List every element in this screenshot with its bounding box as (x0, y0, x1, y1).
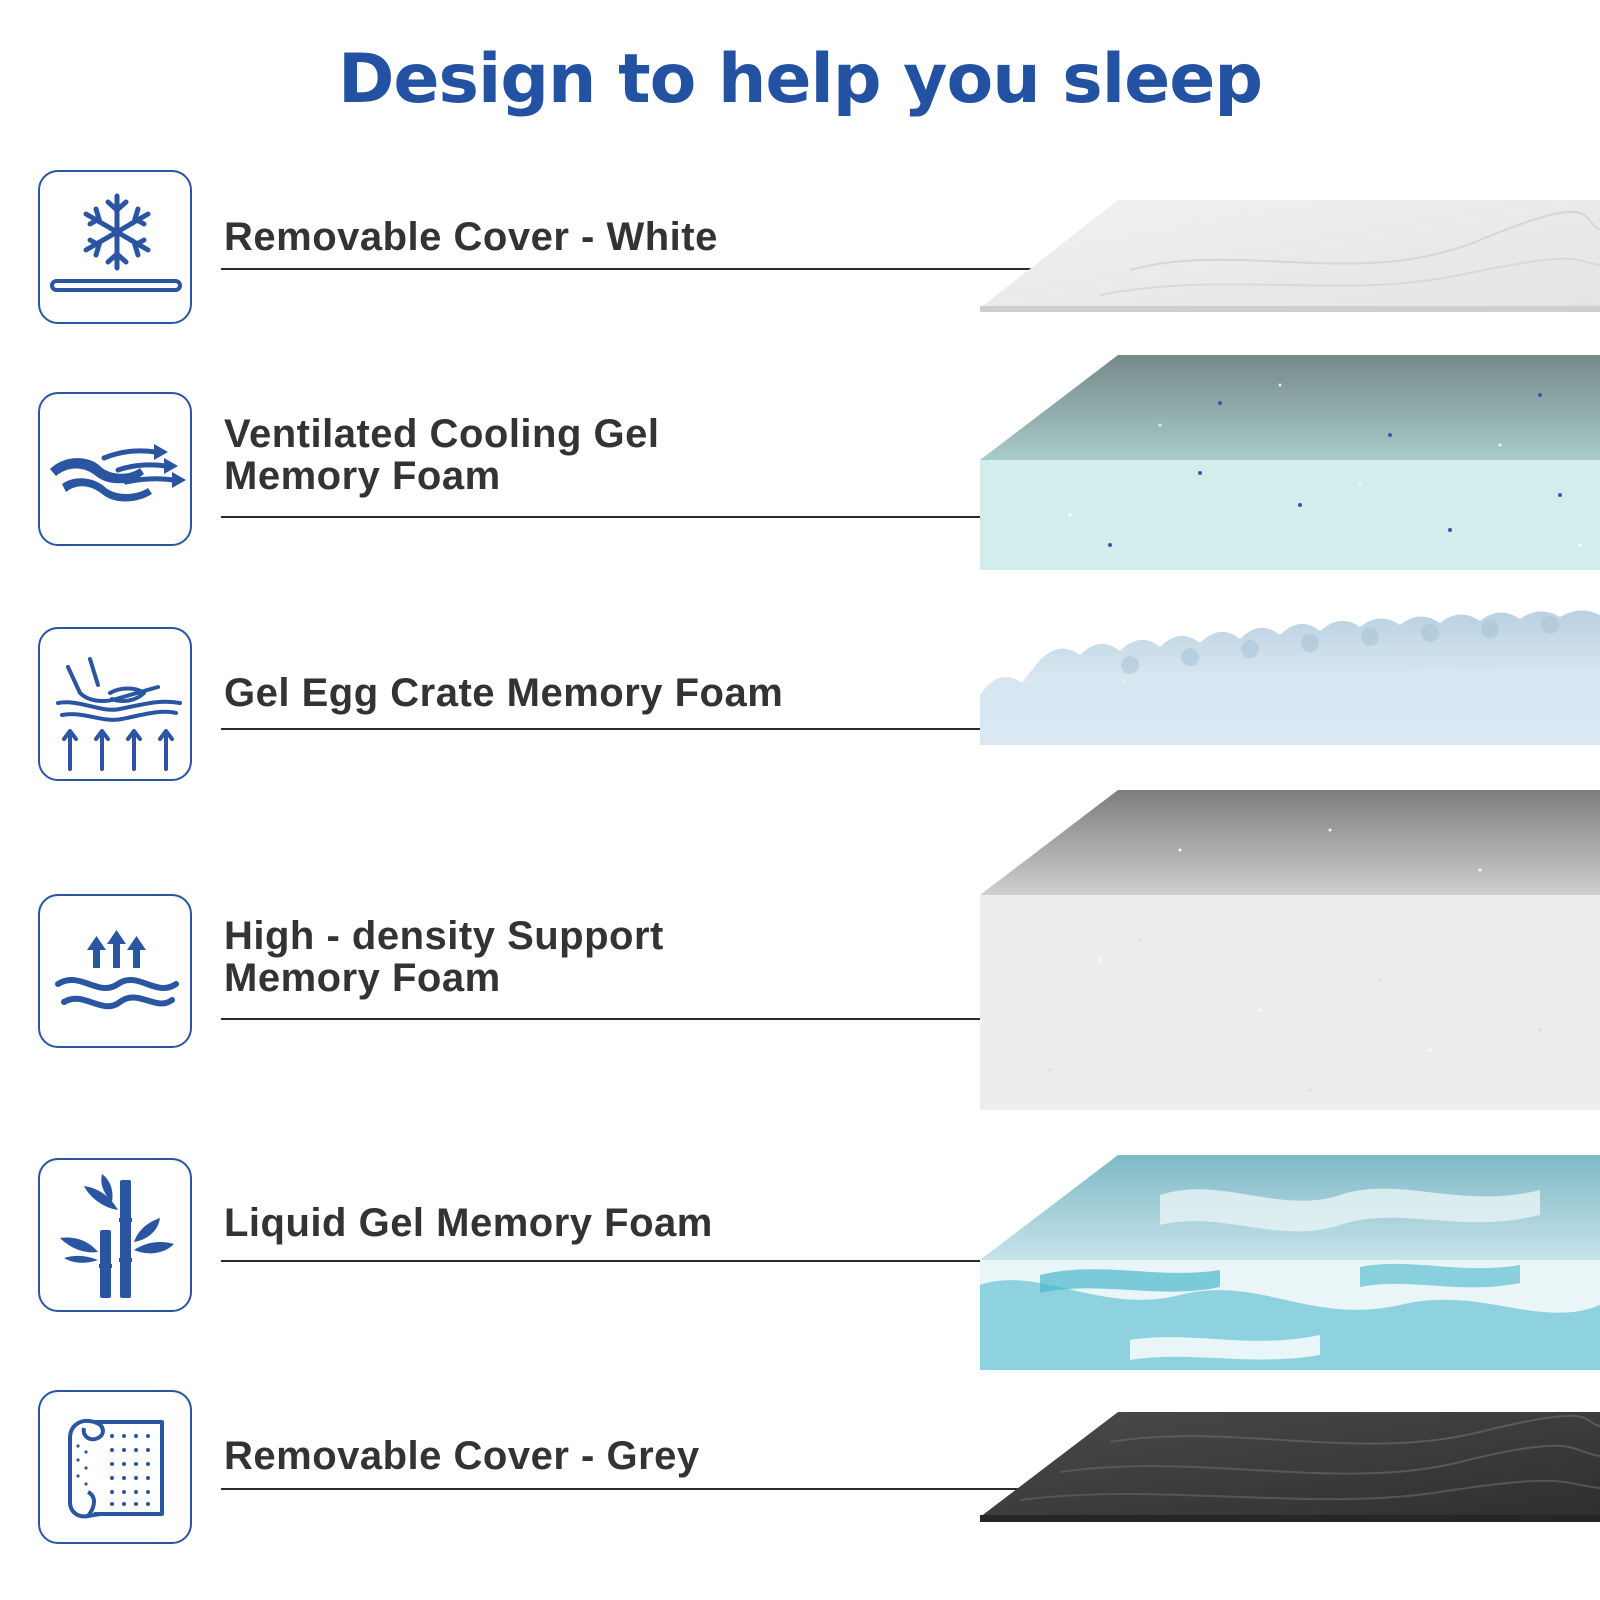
layer-label-2-line-1: Ventilated Cooling Gel (224, 412, 660, 456)
leader-line-6 (221, 1488, 1092, 1490)
layer-label-4: High - density Support Memory Foam (224, 915, 664, 999)
layer-support-foam (980, 790, 1600, 1110)
airflow-icon (50, 444, 186, 502)
leader-line-3 (221, 728, 1092, 730)
layer-label-5: Liquid Gel Memory Foam (224, 1202, 713, 1244)
feature-icon-box-4 (38, 894, 192, 1048)
layer-label-2-line-2: Memory Foam (224, 454, 501, 498)
layer-label-1: Removable Cover - White (224, 216, 718, 258)
layer-label-1-line-1: Removable Cover - White (224, 215, 718, 259)
hand-pressure-icon (56, 657, 182, 771)
layer-label-3-line-1: Gel Egg Crate Memory Foam (224, 671, 784, 715)
layer-grey-cover (980, 1412, 1600, 1527)
feature-icon-box-6 (38, 1390, 192, 1544)
leader-line-2 (221, 516, 1092, 518)
snowflake-icon (50, 193, 182, 292)
layer-egg-crate-foam (980, 605, 1600, 745)
layer-cooling-gel-foam (980, 355, 1600, 570)
layer-liquid-gel-foam (980, 1155, 1600, 1370)
feature-icon-box-1 (38, 170, 192, 324)
leader-line-4 (221, 1018, 1092, 1020)
bamboo-icon (60, 1174, 174, 1298)
feature-icon-box-5 (38, 1158, 192, 1312)
layer-label-3: Gel Egg Crate Memory Foam (224, 672, 783, 714)
layer-label-4-line-2: Memory Foam (224, 956, 501, 1000)
feature-icon-box-3 (38, 627, 192, 781)
feature-icon-box-2 (38, 392, 192, 546)
leader-line-1 (221, 268, 1092, 270)
page-title: Design to help you sleep (337, 40, 1263, 119)
wave-support-icon (55, 930, 179, 1010)
layer-label-6-line-1: Removable Cover - Grey (224, 1434, 700, 1478)
fabric-roll-icon (68, 1419, 164, 1519)
layer-label-6: Removable Cover - Grey (224, 1435, 700, 1477)
layer-white-cover (980, 200, 1600, 320)
layer-label-5-line-1: Liquid Gel Memory Foam (224, 1201, 713, 1245)
layer-label-4-line-1: High - density Support (224, 914, 664, 958)
leader-line-5 (221, 1260, 1092, 1262)
layer-label-2: Ventilated Cooling Gel Memory Foam (224, 413, 660, 497)
